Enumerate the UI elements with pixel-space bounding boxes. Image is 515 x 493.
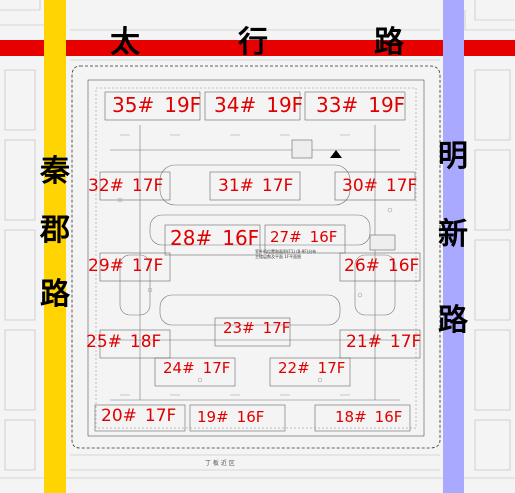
- building-floors: 17F: [202, 359, 231, 377]
- east-road-char-2: 新: [438, 217, 468, 252]
- building-floors: 17F: [317, 359, 346, 377]
- building-floors: 19F: [368, 93, 406, 117]
- detail-marks: [117, 134, 393, 396]
- bottom-area-label: 丁 板 近 区: [205, 460, 235, 467]
- building-label-25: 25# 18F: [86, 334, 161, 351]
- site-note: 室外机位置和面积(F1) (8-9F)分布 主楼层数及平面 1F平面图: [255, 249, 317, 260]
- building-number: 19#: [197, 408, 229, 426]
- building-floors: 18F: [129, 332, 162, 352]
- building-label-35: 35# 19F: [112, 95, 201, 115]
- building-label-27: 27# 16F: [270, 230, 337, 245]
- building-label-34: 34# 19F: [214, 95, 303, 115]
- east-road-bar: [443, 0, 464, 493]
- east-road-char-1: 明: [438, 139, 468, 174]
- building-label-23: 23# 17F: [223, 321, 290, 336]
- building-label-30: 30# 17F: [342, 178, 417, 195]
- building-floors: 16F: [309, 228, 338, 246]
- building-number: 18#: [335, 408, 367, 426]
- building-footprints: [94, 91, 421, 432]
- building-floors: 16F: [374, 408, 403, 426]
- west-road-bar: [44, 0, 66, 493]
- north-arrow-marker: [330, 150, 342, 158]
- site-note-line-2: 主楼层数及平面 1F平面图: [255, 253, 302, 259]
- building-floors: 16F: [222, 226, 260, 250]
- building-floors: 19F: [266, 93, 304, 117]
- building-number: 27#: [270, 228, 302, 246]
- west-road-char-3: 路: [40, 277, 70, 312]
- building-floors: 17F: [131, 176, 164, 196]
- site-boundary: [71, 65, 441, 449]
- north-road-char-1: 太: [110, 25, 140, 60]
- building-label-26: 26# 16F: [344, 258, 419, 275]
- building-floors: 19F: [164, 93, 202, 117]
- building-label-18: 18# 16F: [335, 410, 402, 425]
- building-label-29: 29# 17F: [88, 258, 163, 275]
- building-number: 25#: [86, 332, 122, 352]
- building-number: 29#: [88, 256, 124, 276]
- building-label-22: 22# 17F: [278, 361, 345, 376]
- building-number: 35#: [112, 93, 155, 117]
- building-floors: 17F: [389, 332, 422, 352]
- building-number: 26#: [344, 256, 380, 276]
- building-number: 34#: [214, 93, 257, 117]
- building-number: 28#: [170, 226, 213, 250]
- building-label-24: 24# 17F: [163, 361, 230, 376]
- building-number: 30#: [342, 176, 378, 196]
- building-label-19: 19# 16F: [197, 410, 264, 425]
- building-number: 21#: [346, 332, 382, 352]
- building-floors: 16F: [387, 256, 420, 276]
- north-road-char-3: 路: [374, 25, 404, 60]
- building-floors: 17F: [385, 176, 418, 196]
- building-floors: 16F: [236, 408, 265, 426]
- building-floors: 17F: [131, 256, 164, 276]
- building-number: 20#: [101, 406, 137, 426]
- building-floors: 17F: [262, 319, 291, 337]
- internal-roads: [110, 125, 400, 401]
- building-label-32: 32# 17F: [88, 178, 163, 195]
- building-floors: 17F: [261, 176, 294, 196]
- west-road-char-2: 郡: [40, 213, 70, 248]
- building-label-33: 33# 19F: [316, 95, 405, 115]
- north-road-bar: [0, 40, 515, 56]
- building-label-31: 31# 17F: [218, 178, 293, 195]
- building-number: 31#: [218, 176, 254, 196]
- north-road-char-2: 行: [238, 25, 268, 60]
- building-label-21: 21# 17F: [346, 334, 421, 351]
- building-number: 24#: [163, 359, 195, 377]
- west-road-char-1: 秦: [40, 154, 70, 189]
- building-number: 32#: [88, 176, 124, 196]
- building-number: 23#: [223, 319, 255, 337]
- building-number: 22#: [278, 359, 310, 377]
- building-floors: 17F: [144, 406, 177, 426]
- building-number: 33#: [316, 93, 359, 117]
- east-road-char-3: 路: [438, 303, 468, 338]
- site-note-line-1: 室外机位置和面积(F1) (8-9F)分布: [255, 249, 317, 254]
- building-label-20: 20# 17F: [101, 408, 176, 425]
- building-label-28: 28# 16F: [170, 228, 259, 248]
